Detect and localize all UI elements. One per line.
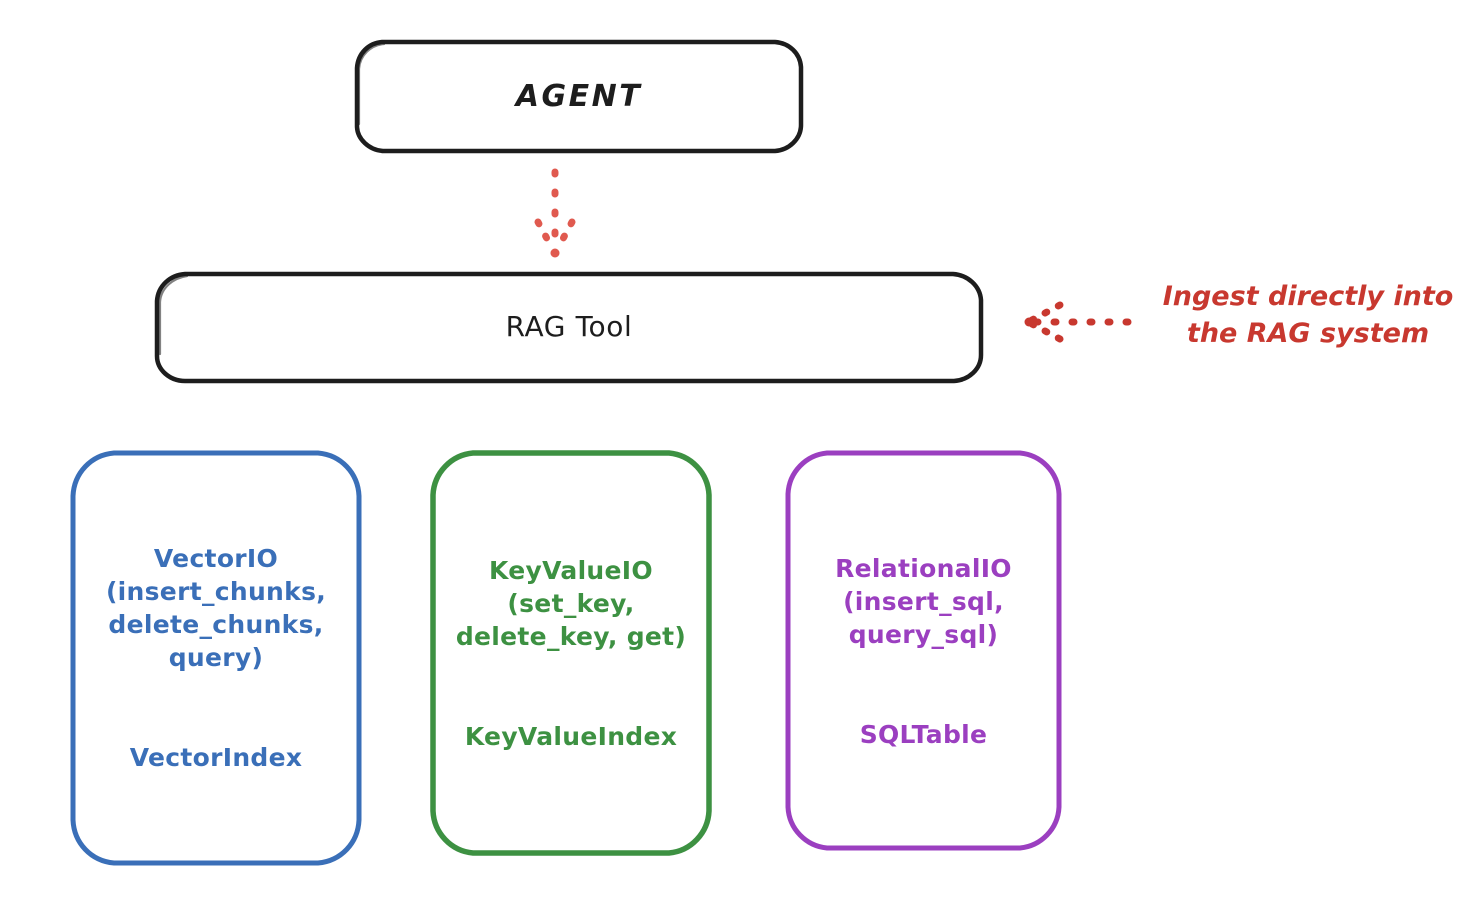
- relational-io-index-label: SQLTable: [859, 719, 988, 749]
- node-vector-io[interactable]: VectorIO (insert_chunks, delete_chunks, …: [70, 450, 362, 866]
- agent-label: AGENT: [515, 78, 643, 114]
- node-key-value-io[interactable]: KeyValueIO (set_key, delete_key, get) Ke…: [430, 450, 712, 856]
- relational-io-api-label: RelationalIO (insert_sql, query_sql): [835, 553, 1012, 649]
- rag-tool-label: RAG Tool: [505, 310, 633, 344]
- node-agent[interactable]: AGENT: [355, 40, 803, 153]
- key-value-io-api-label: KeyValueIO (set_key, delete_key, get): [455, 555, 687, 651]
- vector-io-index-label: VectorIndex: [129, 743, 303, 772]
- agent-to-rag-tool-arrow: [534, 168, 576, 258]
- ingest-to-rag-tool-arrow: [1024, 301, 1132, 343]
- node-relational-io[interactable]: RelationalIO (insert_sql, query_sql) SQL…: [785, 450, 1062, 852]
- node-rag-tool[interactable]: RAG Tool: [155, 272, 983, 383]
- ingest-annotation-label: Ingest directly into the RAG system: [1162, 281, 1454, 350]
- key-value-io-index-label: KeyValueIndex: [464, 721, 678, 751]
- vector-io-api-label: VectorIO (insert_chunks, delete_chunks, …: [105, 544, 327, 672]
